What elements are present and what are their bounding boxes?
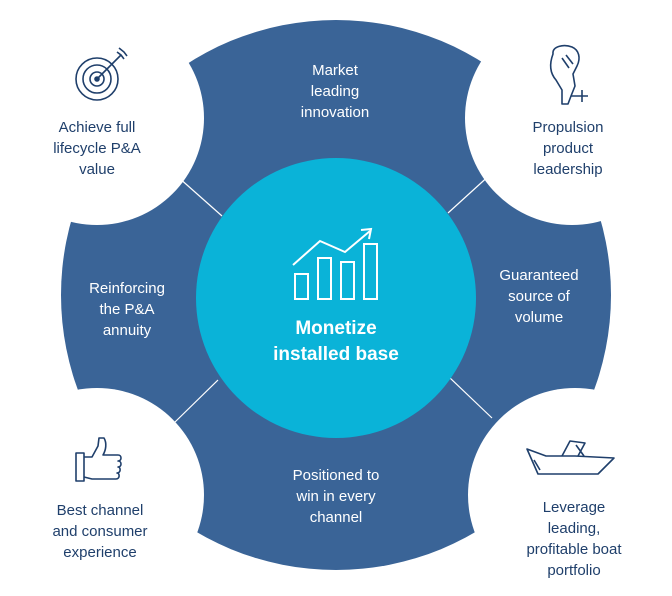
segment-label-line: win in every	[296, 488, 376, 505]
segment-label-line: volume	[514, 309, 564, 326]
segment-label-line: Positioned to	[292, 467, 380, 484]
segment-label-bottom: Positioned to win in every channel	[266, 465, 406, 528]
circle-label-line: portfolio	[547, 562, 601, 579]
white-circle-bottom-left	[0, 388, 204, 596]
circle-label-line: and consumer	[52, 523, 148, 540]
separator-lines	[173, 172, 493, 424]
growth-chart-icon	[292, 227, 378, 300]
center-label: Monetize installed base	[236, 316, 436, 368]
circle-label-bottom-right: Leverage leading, profitable boat portfo…	[504, 497, 644, 581]
segment-label-line: Reinforcing	[89, 280, 165, 297]
thumbs-up-icon	[75, 437, 122, 482]
segment-label-right: Guaranteed source of volume	[474, 265, 604, 328]
circle-label-top-left: Achieve full lifecycle P&A value	[32, 117, 162, 180]
segment-label-line: Guaranteed	[499, 267, 579, 284]
segment-label-top: Market leading innovation	[270, 60, 400, 123]
circle-label-line: profitable boat	[526, 541, 622, 558]
circle-label-line: lifecycle P&A	[53, 140, 141, 157]
center-circle	[196, 158, 476, 438]
circle-label-line: Propulsion	[532, 119, 604, 136]
circle-label-line: Best channel	[56, 502, 144, 519]
white-circle-bottom-right	[468, 388, 672, 596]
circle-label-line: Achieve full	[58, 119, 136, 136]
white-circle-top-left	[0, 11, 204, 225]
segment-label-line: Market	[312, 62, 358, 79]
target-icon	[75, 47, 128, 101]
segment-label-line: the P&A	[99, 301, 155, 318]
segment-label-left: Reinforcing the P&A annuity	[62, 278, 192, 341]
center-label-line: installed base	[273, 344, 399, 365]
circle-label-bottom-left: Best channel and consumer experience	[30, 500, 170, 563]
white-circle-top-right	[465, 11, 672, 225]
segment-label-line: source of	[508, 288, 570, 305]
circle-label-line: Leverage	[542, 499, 606, 516]
segment-label-line: annuity	[102, 322, 152, 339]
circle-label-line: leadership	[533, 161, 603, 178]
outboard-motor-icon	[549, 44, 588, 105]
segment-label-line: innovation	[300, 104, 370, 121]
boat-icon	[526, 440, 615, 475]
circle-label-line: leading,	[547, 520, 601, 537]
center-label-line: Monetize	[295, 318, 377, 339]
segment-label-line: leading	[310, 83, 360, 100]
circle-label-top-right: Propulsion product leadership	[503, 117, 633, 180]
segment-label-line: channel	[309, 509, 363, 526]
circle-label-line: experience	[63, 544, 137, 561]
circle-label-line: product	[542, 140, 594, 157]
circle-label-line: value	[79, 161, 115, 178]
